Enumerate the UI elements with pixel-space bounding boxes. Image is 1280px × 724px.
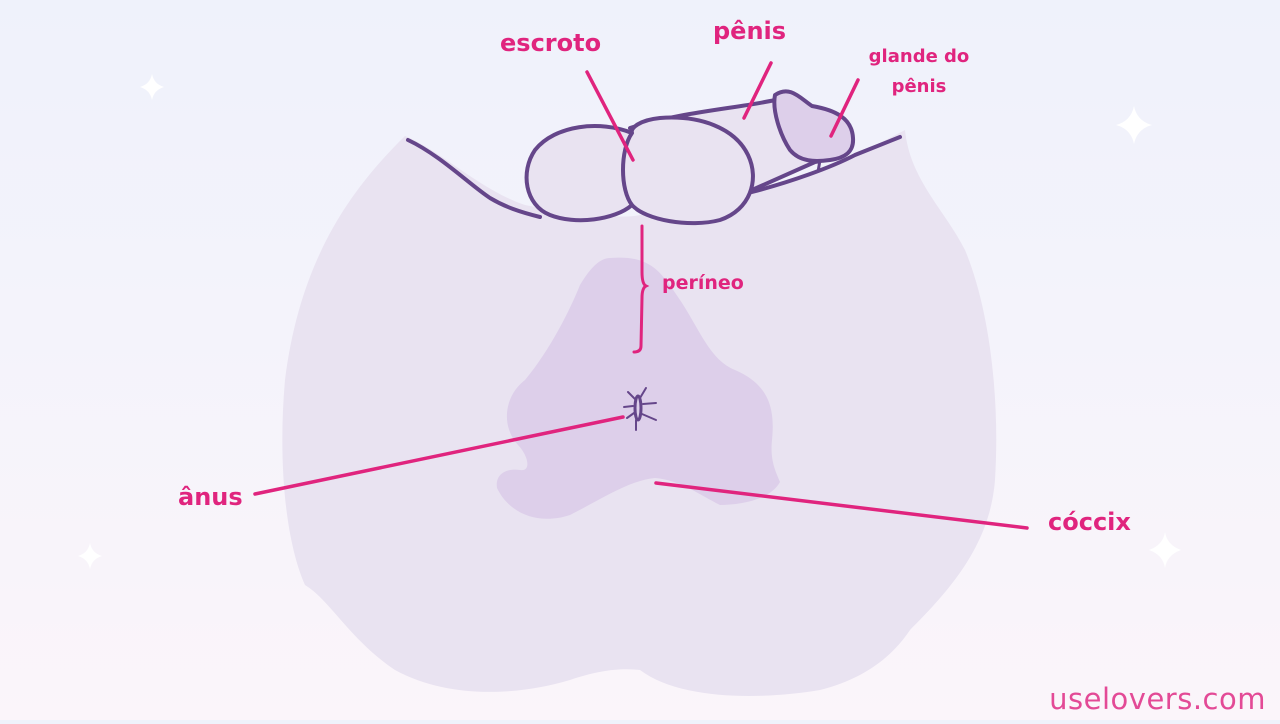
label-escroto: escroto [500, 29, 602, 57]
penis-leader-line [742, 61, 773, 120]
coccix-leader-line [654, 481, 1029, 530]
glande-leader-line [829, 78, 860, 138]
label-perineo: períneo [662, 272, 744, 294]
groin-outline-right [750, 135, 902, 194]
perineal-area [496, 257, 780, 519]
label-glande-line2: pênis [891, 76, 947, 97]
perineo-bracket [632, 224, 650, 354]
label-glande-line1: glande do [868, 46, 970, 67]
scrotum-left-lobe [524, 124, 634, 223]
watermark: uselovers.com [1049, 682, 1266, 716]
escroto-leader-line [585, 70, 635, 162]
label-glande: glande do pênis [864, 42, 974, 102]
glans-shape [772, 89, 856, 163]
anus-leader-line [253, 415, 625, 496]
scrotum-right-lobe [621, 115, 755, 226]
frenulum-line [816, 159, 822, 173]
sparkle-icon [1149, 532, 1181, 568]
sparkle-icon [140, 74, 164, 100]
label-anus: ânus [178, 483, 243, 511]
label-penis: pênis [713, 17, 787, 45]
anus-mark [623, 387, 657, 431]
sparkle-icon [1116, 106, 1152, 144]
sparkle-icon [78, 543, 102, 569]
label-coccix: cóccix [1048, 508, 1131, 536]
groin-outline-left [406, 138, 542, 219]
